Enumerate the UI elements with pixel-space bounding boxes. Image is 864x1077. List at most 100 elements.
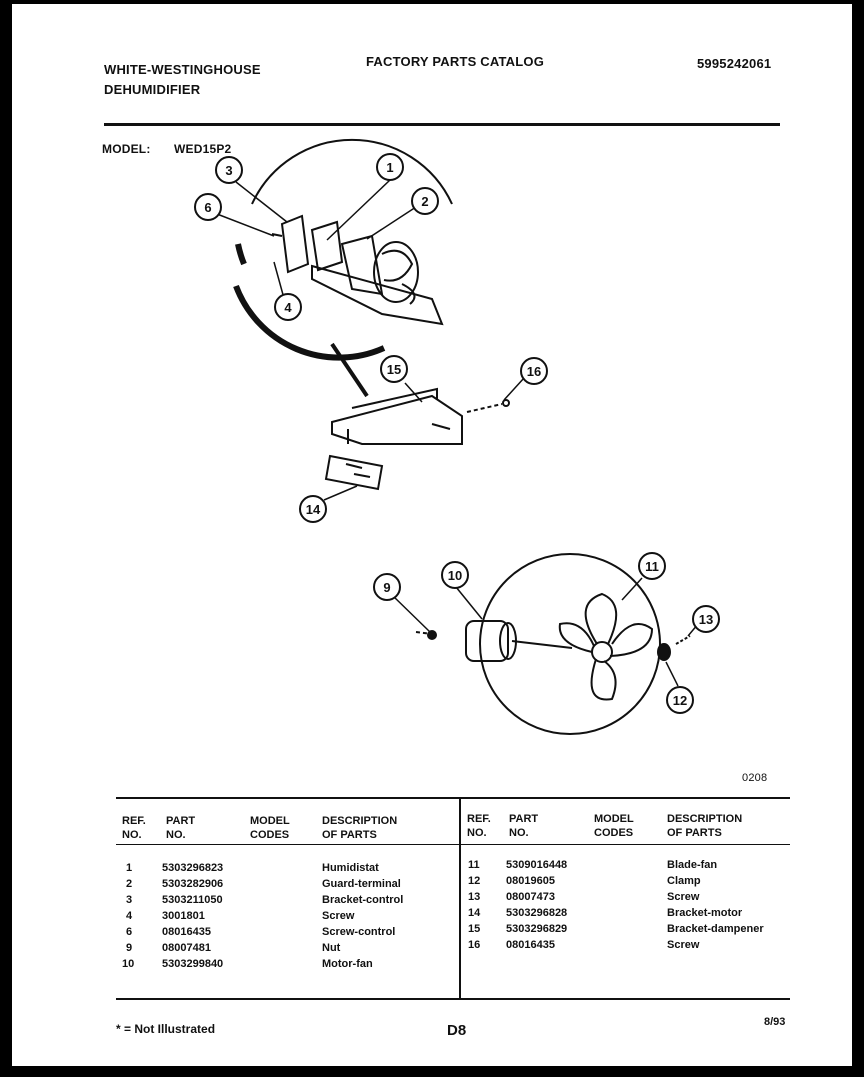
- part-no: 5309016448: [506, 859, 568, 871]
- table-row: 6 08016435 Screw-control: [12, 926, 452, 942]
- callout-10: 10: [441, 561, 469, 589]
- part-no: 08019605: [506, 875, 555, 887]
- callout-9: 9: [373, 573, 401, 601]
- part-no: 08007473: [506, 891, 555, 903]
- part-no: 5303296829: [506, 923, 568, 935]
- part-description: Clamp: [667, 875, 701, 887]
- table-row: 2 5303282906 Guard-terminal: [12, 878, 452, 894]
- svg-text:1: 1: [386, 160, 393, 175]
- model-label: MODEL:: [102, 142, 151, 156]
- part-description: Bracket-control: [322, 894, 404, 906]
- left-header-model-codes: MODEL CODES: [250, 815, 290, 841]
- drawing-code: 0208: [742, 772, 768, 784]
- callout-11: 11: [638, 552, 666, 580]
- part-no: 5303282906: [162, 878, 224, 890]
- right-header-part-no: PART NO.: [509, 813, 539, 839]
- svg-text:9: 9: [383, 580, 390, 595]
- part-description: Bracket-dampener: [667, 923, 764, 935]
- part-no: 5303211050: [162, 894, 223, 906]
- fan-detail-circle: [479, 553, 661, 735]
- detail-connector: [330, 342, 369, 398]
- right-header-ref-no: REF. NO.: [467, 813, 491, 839]
- catalog-title: FACTORY PARTS CATALOG: [366, 54, 545, 69]
- callout-2: 2: [411, 187, 439, 215]
- table-row: 16 08016435 Screw: [12, 939, 852, 955]
- ref-no: 15: [468, 923, 481, 935]
- table-row: 1 5303296823 Humidistat: [12, 862, 452, 878]
- fan-blade-drawing: [558, 592, 654, 701]
- callout-14: 14: [299, 495, 327, 523]
- part-description: Nut: [322, 942, 341, 954]
- clamp-drawing: [657, 643, 671, 661]
- ref-no: 10: [122, 958, 135, 970]
- guard-terminal-drawing: [373, 241, 419, 305]
- svg-text:15: 15: [387, 362, 401, 377]
- part-description: Screw: [667, 939, 700, 951]
- part-description: Humidistat: [322, 862, 379, 874]
- bracket-dampener-drawing: [331, 387, 510, 445]
- ref-no: 9: [126, 942, 133, 954]
- ref-no: 13: [468, 891, 481, 903]
- svg-text:16: 16: [527, 364, 541, 379]
- svg-text:3: 3: [225, 163, 232, 178]
- ref-no: 12: [468, 875, 481, 887]
- table-row: 15 5303296829 Bracket-dampener: [12, 923, 852, 939]
- table-row: 10 5303299840 Motor-fan: [12, 958, 452, 974]
- table-center-divider: [459, 799, 461, 999]
- part-description: Screw: [322, 910, 355, 922]
- detail-circle-top-arc: [251, 138, 453, 205]
- part-description: Blade-fan: [667, 859, 718, 871]
- table-row: 14 5303296828 Bracket-motor: [12, 907, 852, 923]
- svg-text:10: 10: [448, 568, 462, 583]
- catalog-page: WHITE-WESTINGHOUSE DEHUMIDIFIER FACTORY …: [12, 4, 852, 1066]
- callout-16: 16: [520, 357, 548, 385]
- table-top-rule: [116, 797, 790, 799]
- part-description: Motor-fan: [322, 958, 373, 970]
- brand-name: WHITE-WESTINGHOUSE: [104, 62, 261, 77]
- ref-no: 11: [468, 859, 480, 871]
- callout-4: 4: [274, 293, 302, 321]
- right-header-description: DESCRIPTION OF PARTS: [667, 813, 743, 839]
- svg-text:12: 12: [673, 693, 687, 708]
- callout-3: 3: [215, 156, 243, 184]
- ref-no: 6: [126, 926, 133, 938]
- part-no: 3001801: [162, 910, 205, 922]
- part-no: 08007481: [162, 942, 211, 954]
- table-row: 4 3001801 Screw: [12, 910, 452, 926]
- svg-text:2: 2: [421, 194, 428, 209]
- part-no: 5303296828: [506, 907, 568, 919]
- ref-no: 16: [468, 939, 481, 951]
- part-description: Screw: [667, 891, 700, 903]
- table-bottom-rule: [116, 998, 790, 1000]
- callout-6: 6: [194, 193, 222, 221]
- left-header-ref-no: REF. NO.: [122, 815, 146, 841]
- parts-exploded-diagram: 1 2 3 4 6 9 10 11 12 13 14 15 16: [194, 138, 720, 735]
- model-value: WED15P2: [174, 142, 232, 156]
- table-row: 12 08019605 Clamp: [12, 875, 852, 891]
- svg-text:14: 14: [306, 502, 321, 517]
- callout-12: 12: [666, 686, 694, 714]
- callout-15: 15: [380, 355, 408, 383]
- screw-13-drawing: [675, 635, 691, 645]
- ref-no: 3: [126, 894, 133, 906]
- part-description: Screw-control: [322, 926, 396, 938]
- left-header-description: DESCRIPTION OF PARTS: [322, 815, 398, 841]
- part-no: 5303296823: [162, 862, 224, 874]
- table-row: 3 5303211050 Bracket-control: [12, 894, 452, 910]
- bracket-motor-drawing: [324, 454, 384, 491]
- table-row: 9 08007481 Nut: [12, 942, 452, 958]
- header-rule: [104, 123, 780, 126]
- svg-text:6: 6: [204, 200, 211, 215]
- ref-no: 1: [126, 862, 133, 874]
- ref-no: 2: [126, 878, 133, 890]
- ref-no: 14: [468, 907, 481, 919]
- table-header-rule: [116, 844, 790, 845]
- part-no: 08016435: [162, 926, 211, 938]
- page-code: D8: [447, 1022, 467, 1039]
- left-header-part-no: PART NO.: [166, 815, 196, 841]
- part-description: Bracket-motor: [667, 907, 743, 919]
- svg-text:11: 11: [645, 559, 659, 574]
- motor-fan-drawing: [415, 620, 573, 662]
- right-header-model-codes: MODEL CODES: [594, 813, 634, 839]
- part-no: 08016435: [506, 939, 555, 951]
